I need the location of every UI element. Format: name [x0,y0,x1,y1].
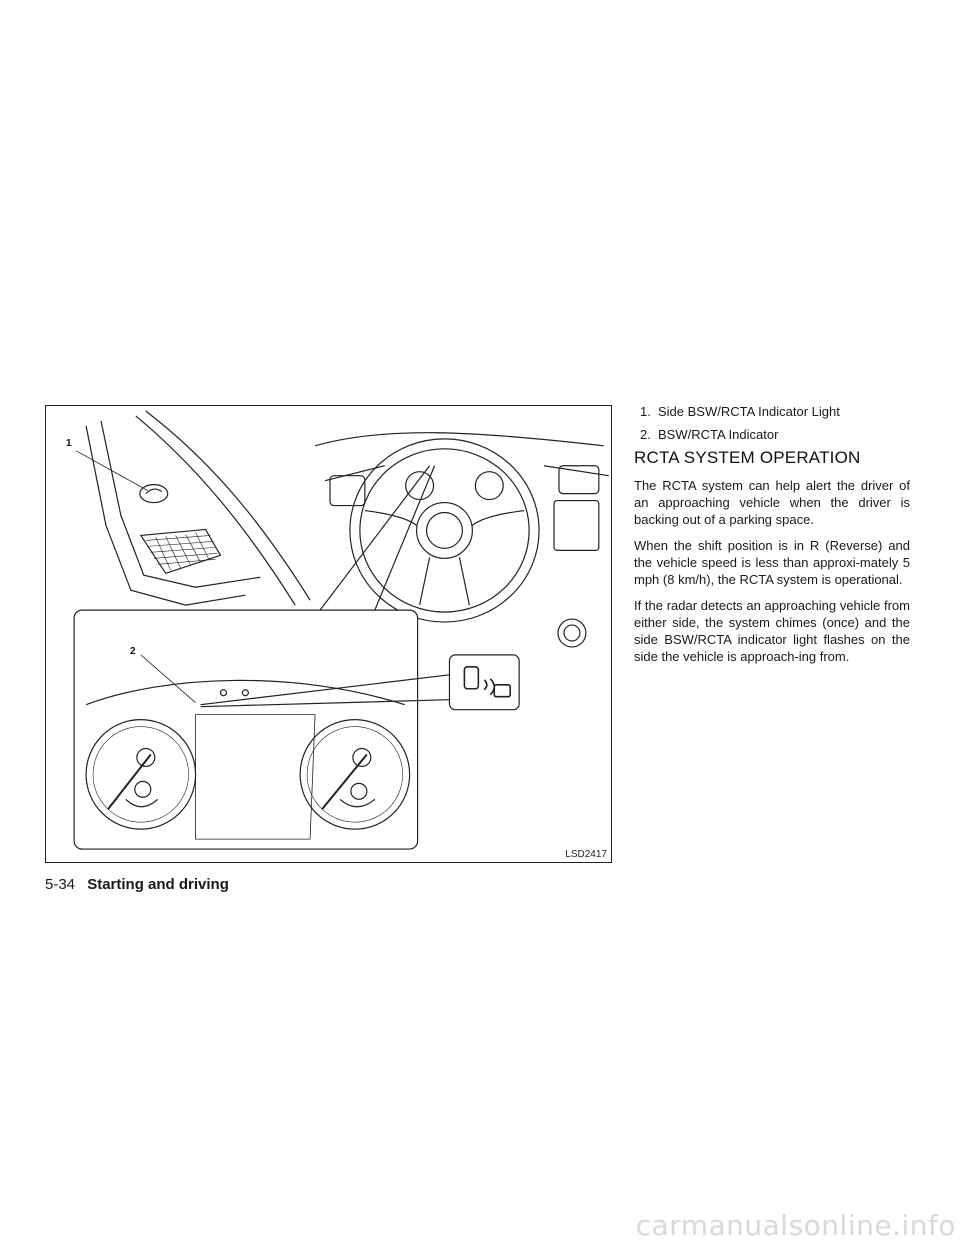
page-number: 5-34 [45,876,76,893]
illustration-figure: 1 2 LSD2417 [45,405,612,863]
right-gauge [299,719,411,830]
paragraph: When the shift position is in R (Reverse… [634,538,910,587]
chapter-title: Starting and driving [87,876,229,893]
start-button [557,618,587,648]
right-vent [558,465,600,495]
section-title: RCTA SYSTEM OPERATION [634,448,861,467]
callout-2: 2 [130,646,136,657]
paragraph: The RCTA system can help alert the drive… [634,478,910,527]
callout-1: 1 [66,438,72,449]
side-indicator-light [139,484,169,504]
legend-list: 1.Side BSW/RCTA Indicator Light 2.BSW/RC… [634,402,910,445]
left-vent [329,475,366,507]
center-screen [553,499,600,551]
steering-wheel [349,438,540,623]
speaker-grille [139,528,222,574]
legend-item: 1.Side BSW/RCTA Indicator Light [640,404,840,419]
page-footer: 5-34 Starting and driving [45,876,229,893]
dashboard-illustration [73,410,609,850]
inset-panel [73,609,419,850]
bsw-indicator-zoom [448,654,520,711]
watermark: carmanualsonline.info [635,1209,956,1242]
paragraph: If the radar detects an approaching vehi… [634,598,910,664]
legend-item: 2.BSW/RCTA Indicator [640,427,779,442]
text-column: 1.Side BSW/RCTA Indicator Light 2.BSW/RC… [634,402,910,674]
figure-code: LSD2417 [565,849,607,860]
